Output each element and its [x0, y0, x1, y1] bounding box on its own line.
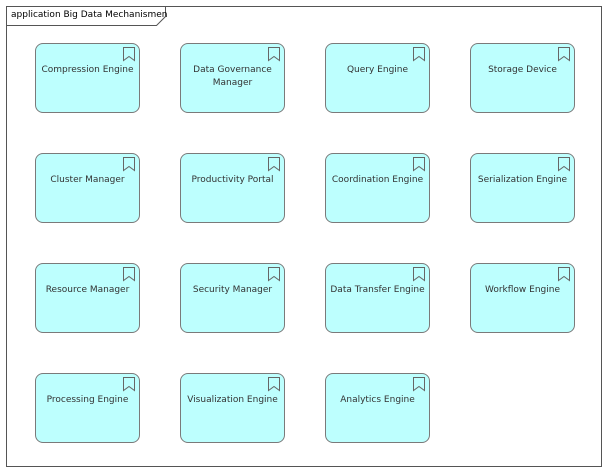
- component-label: Productivity Portal: [191, 175, 274, 185]
- component-visualization-engine[interactable]: Visualization Engine: [180, 373, 285, 443]
- component-processing-engine[interactable]: Processing Engine: [35, 373, 140, 443]
- component-query-engine[interactable]: Query Engine: [325, 43, 430, 113]
- frame-tab-outline: [6, 6, 166, 26]
- component-label: Storage Device: [488, 65, 557, 75]
- bookmark-icon: [268, 47, 280, 62]
- bookmark-icon: [268, 157, 280, 172]
- component-productivity-portal[interactable]: Productivity Portal: [180, 153, 285, 223]
- bookmark-icon: [413, 47, 425, 62]
- bookmark-icon: [413, 157, 425, 172]
- bookmark-icon: [123, 157, 135, 172]
- bookmark-icon: [558, 47, 570, 62]
- component-workflow-engine[interactable]: Workflow Engine: [470, 263, 575, 333]
- component-cluster-manager[interactable]: Cluster Manager: [35, 153, 140, 223]
- component-coordination-engine[interactable]: Coordination Engine: [325, 153, 430, 223]
- component-security-manager[interactable]: Security Manager: [180, 263, 285, 333]
- component-label: Analytics Engine: [340, 395, 415, 405]
- bookmark-icon: [558, 157, 570, 172]
- bookmark-icon: [123, 377, 135, 392]
- component-label: Cluster Manager: [50, 175, 125, 185]
- bookmark-icon: [123, 267, 135, 282]
- bookmark-icon: [268, 377, 280, 392]
- diagram-title: application Big Data Mechanismen: [11, 10, 168, 20]
- bookmark-icon: [123, 47, 135, 62]
- component-label: Processing Engine: [46, 395, 129, 405]
- bookmark-icon: [413, 377, 425, 392]
- component-label: Workflow Engine: [484, 285, 561, 295]
- bookmark-icon: [558, 267, 570, 282]
- component-label: Visualization Engine: [187, 395, 278, 405]
- component-label: Resource Manager: [45, 285, 130, 295]
- bookmark-icon: [413, 267, 425, 282]
- component-label: Query Engine: [346, 65, 409, 75]
- component-analytics-engine[interactable]: Analytics Engine: [325, 373, 430, 443]
- component-storage-device[interactable]: Storage Device: [470, 43, 575, 113]
- component-label: Serialization Engine: [477, 175, 568, 185]
- bookmark-icon: [268, 267, 280, 282]
- component-data-transfer-engine[interactable]: Data Transfer Engine: [325, 263, 430, 333]
- component-resource-manager[interactable]: Resource Manager: [35, 263, 140, 333]
- component-label: Security Manager: [192, 285, 273, 295]
- component-label: Compression Engine: [41, 65, 134, 75]
- component-label: Data Governance Manager: [193, 65, 272, 88]
- component-serialization-engine[interactable]: Serialization Engine: [470, 153, 575, 223]
- component-compression-engine[interactable]: Compression Engine: [35, 43, 140, 113]
- frame-title-tab: application Big Data Mechanismen: [6, 6, 168, 26]
- component-label: Coordination Engine: [331, 175, 424, 185]
- component-label: Data Transfer Engine: [330, 285, 425, 295]
- component-data-governance-manager[interactable]: Data Governance Manager: [180, 43, 285, 113]
